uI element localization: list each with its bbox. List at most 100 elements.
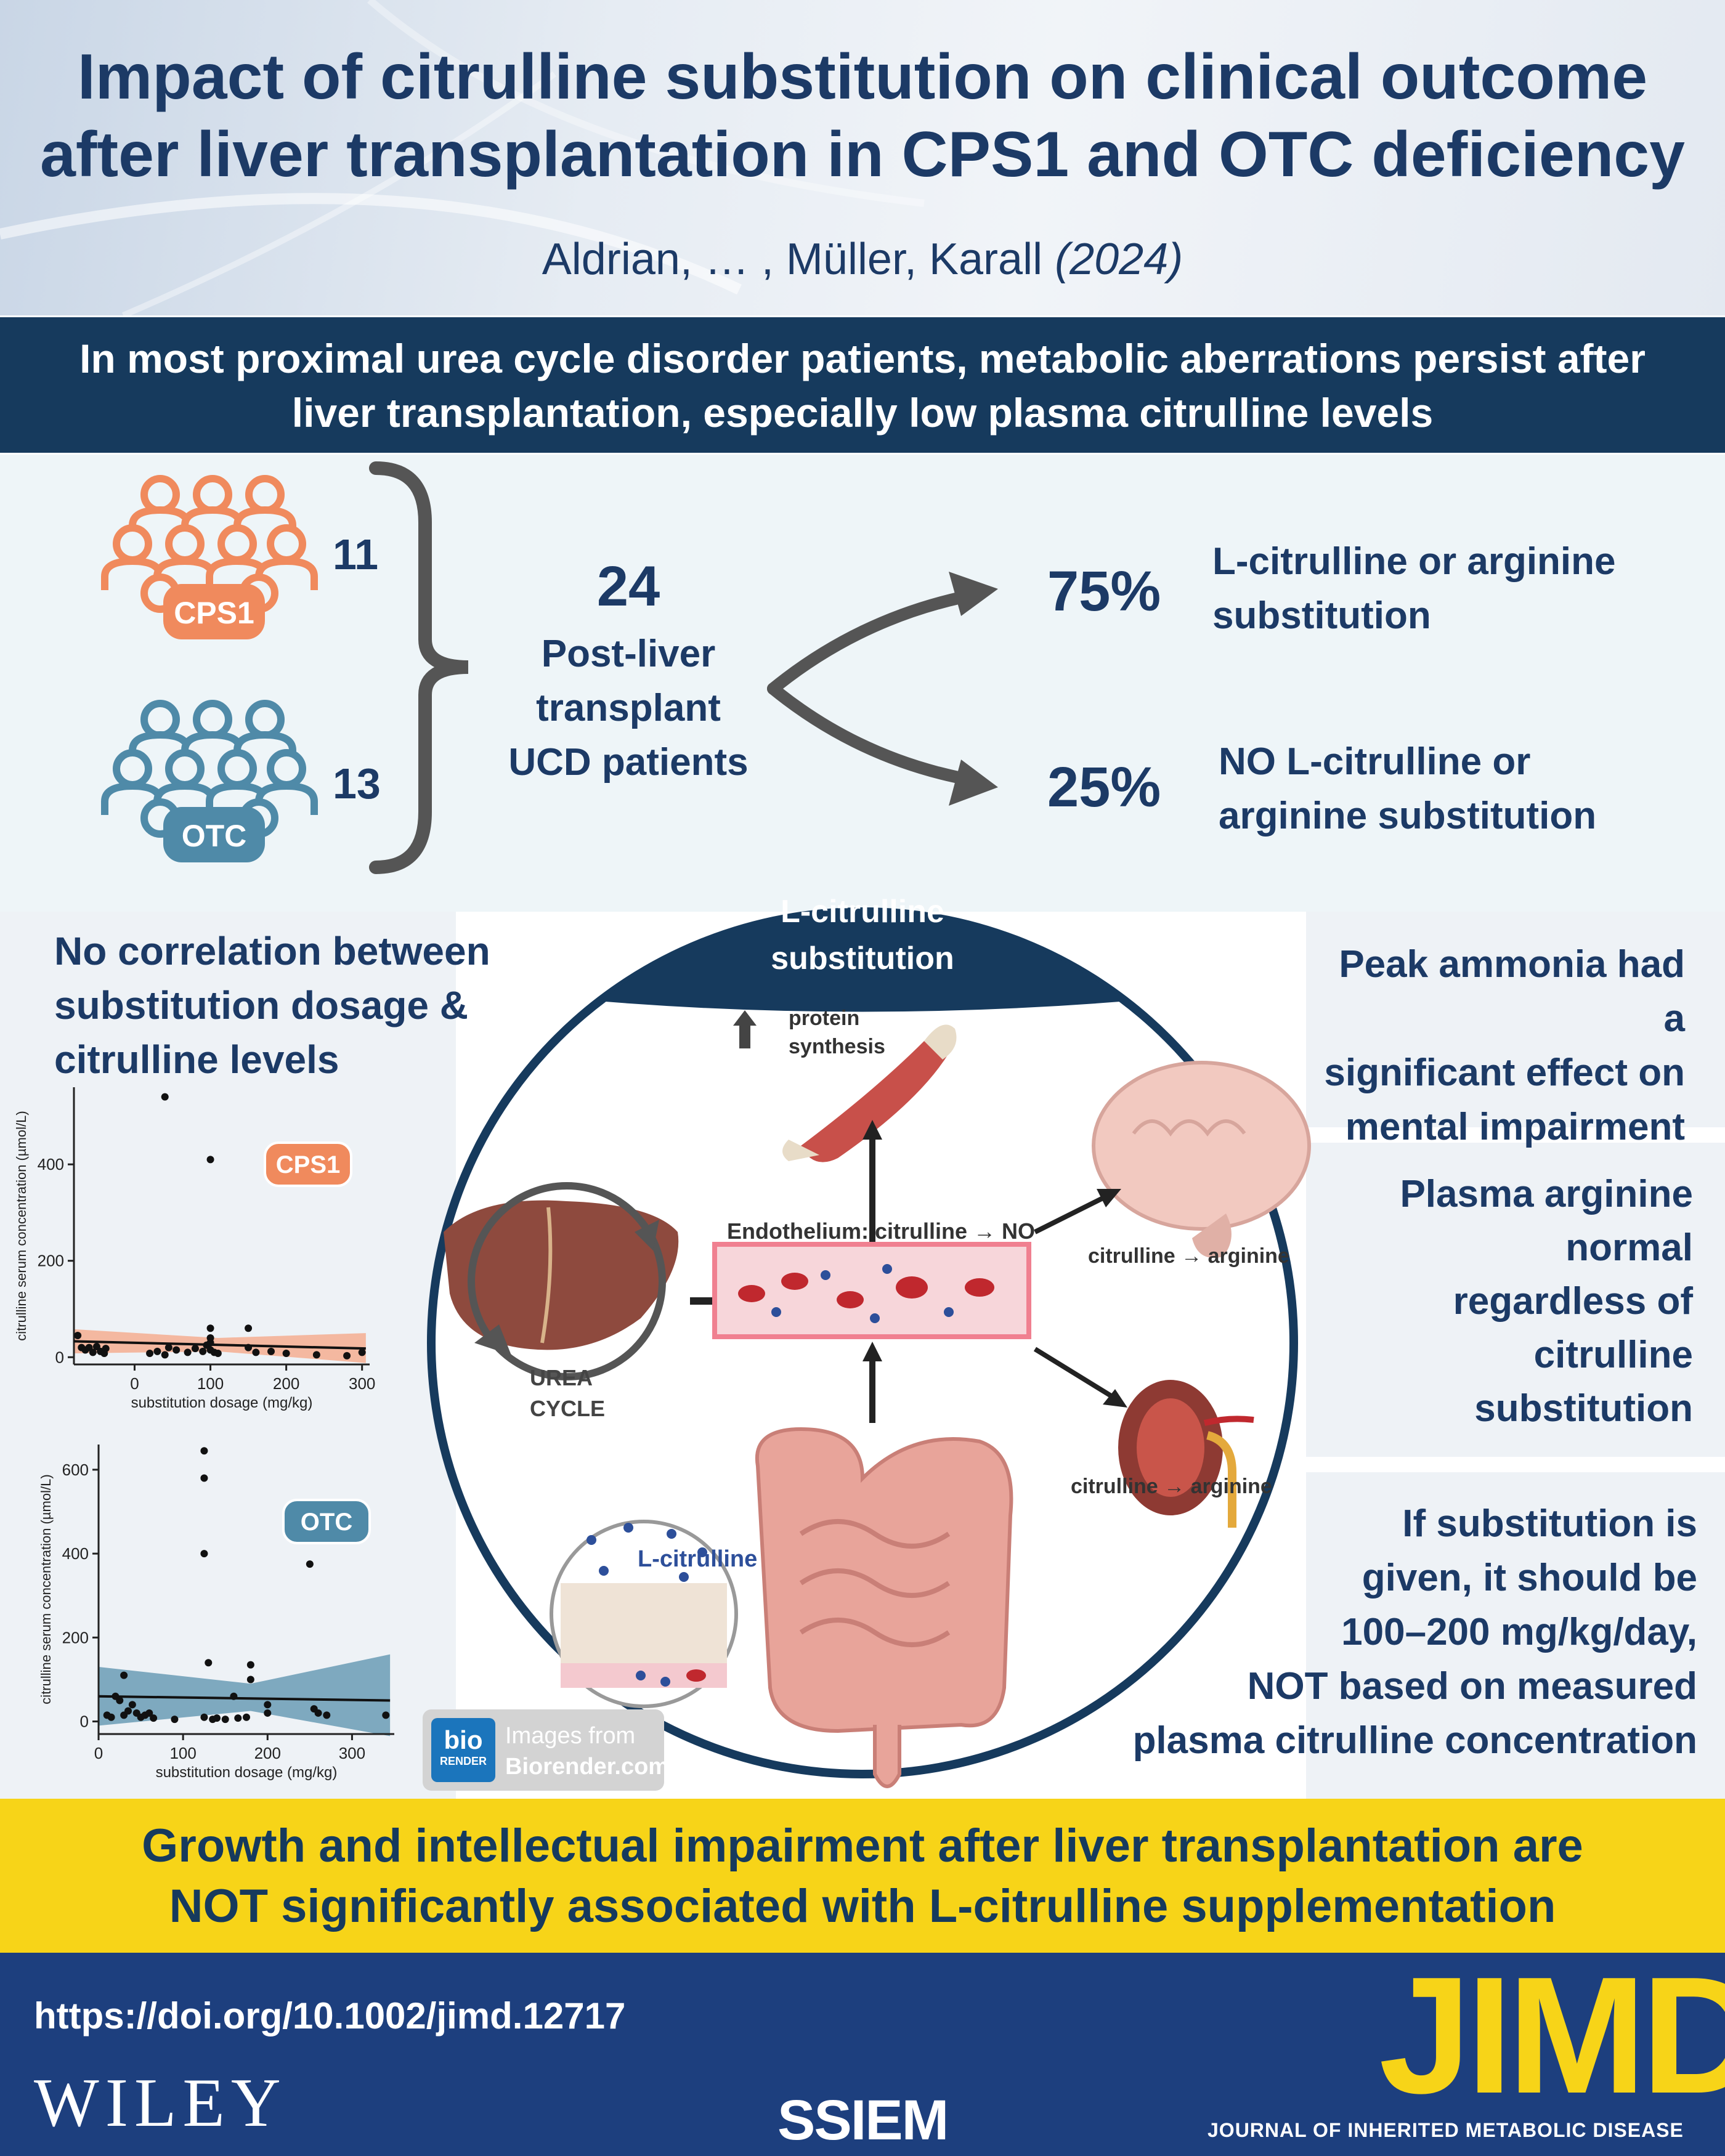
data-point xyxy=(243,1713,250,1721)
arginine-finding-line: regardless of xyxy=(1453,1280,1693,1323)
protein-synthesis-label: protein synthesis xyxy=(789,1004,885,1061)
kidney-icon xyxy=(1118,1380,1254,1528)
data-point xyxy=(116,1696,124,1704)
pct-substitution: 75% xyxy=(1047,560,1161,623)
data-point xyxy=(267,1347,275,1355)
enterocyte-inset-icon xyxy=(550,1520,738,1708)
total-count: 24 xyxy=(596,555,660,618)
arrow-up-icon xyxy=(767,591,967,695)
conclusion-line: Growth and intellectual impairment after… xyxy=(142,1820,1583,1872)
x-tick-label: 0 xyxy=(130,1374,139,1393)
page-title: Impact of citrulline substitution on cli… xyxy=(40,41,1685,190)
data-point xyxy=(206,1334,214,1342)
conclusion-line: NOT significantly associated with L-citr… xyxy=(169,1880,1556,1932)
group-badge-label: OTC xyxy=(301,1509,352,1536)
data-point xyxy=(171,1716,179,1724)
total-label-line: Post-liver xyxy=(541,633,716,675)
no-substitution-label-line: arginine substitution xyxy=(1219,795,1597,837)
data-point xyxy=(312,1351,320,1359)
y-tick-label: 200 xyxy=(38,1252,64,1270)
cps1-label: CPS1 xyxy=(174,596,254,630)
no-substitution-label-line: NO L-citrulline or xyxy=(1219,740,1531,783)
correlation-heading-line: No correlation between xyxy=(54,929,490,973)
total-label: Post-liver transplant UCD patients xyxy=(481,627,776,790)
data-point xyxy=(191,1345,199,1353)
data-point xyxy=(200,1713,208,1721)
x-tick-label: 300 xyxy=(349,1374,375,1393)
x-axis-label: substitution dosage (mg/kg) xyxy=(156,1764,338,1781)
data-point xyxy=(102,1345,110,1353)
otc-badge xyxy=(163,807,265,862)
author-list: Aldrian, … , Müller, Karall xyxy=(542,235,1043,284)
cohort-section: CPS1 11 OTC 13 24 Post-liver transplant … xyxy=(0,455,1725,912)
doi-link[interactable]: https://doi.org/10.1002/jimd.12717 xyxy=(34,1995,626,2036)
data-point xyxy=(200,1447,208,1455)
data-point xyxy=(245,1343,253,1352)
dosage-line: given, it should be xyxy=(1362,1557,1697,1599)
data-point xyxy=(382,1711,390,1719)
x-tick-label: 100 xyxy=(197,1374,224,1393)
data-point xyxy=(282,1350,290,1357)
cps1-count: 11 xyxy=(333,530,378,578)
regression-line xyxy=(73,1340,366,1350)
y-tick-label: 400 xyxy=(38,1155,64,1173)
biorender-credit: bio RENDER Images from Biorender.com xyxy=(423,1709,669,1791)
liver-icon xyxy=(444,1182,679,1380)
y-axis-label: citrulline serum concentration (µmol/L) xyxy=(38,1474,54,1704)
data-point xyxy=(246,1676,254,1684)
biorender-logo-subtext: RENDER xyxy=(439,1755,487,1767)
dosage-line: plasma citrulline concentration xyxy=(1132,1719,1697,1762)
arginine-finding-line: citrulline xyxy=(1533,1334,1693,1376)
protein-label-line: synthesis xyxy=(789,1035,885,1058)
data-point xyxy=(234,1714,242,1722)
x-tick-label: 0 xyxy=(94,1744,103,1762)
urea-cycle-label: UREA CYCLE xyxy=(530,1363,605,1424)
data-point xyxy=(74,1332,82,1340)
data-point xyxy=(264,1709,272,1717)
total-label-line: transplant xyxy=(536,687,721,729)
right-box-3 xyxy=(1306,1472,1725,1799)
data-point xyxy=(128,1701,136,1709)
x-axis-label: substitution dosage (mg/kg) xyxy=(131,1395,313,1411)
ssiem-logo: SSIEM xyxy=(777,2089,949,2152)
left-panel xyxy=(0,912,456,1799)
increase-arrow-icon xyxy=(739,1021,750,1048)
brain-conversion-label: citrulline → arginine xyxy=(1088,1244,1289,1268)
x-tick-label: 200 xyxy=(254,1744,281,1762)
citrulline-pathway-diagram xyxy=(427,907,1311,1788)
data-point xyxy=(200,1474,208,1482)
cohort-graphics xyxy=(101,461,998,874)
key-finding-banner xyxy=(0,317,1725,453)
y-tick-label: 400 xyxy=(62,1544,89,1563)
protein-label-line: protein xyxy=(789,1007,860,1030)
dosage-line: If substitution is xyxy=(1402,1502,1697,1545)
biorender-text-line: Images from xyxy=(505,1723,636,1749)
biorender-text-line: Biorender.com xyxy=(505,1754,670,1780)
data-point xyxy=(252,1348,260,1356)
intestine-icon xyxy=(755,1427,1013,1788)
no-substitution-label: NO L-citrulline or arginine substitution xyxy=(1219,735,1596,843)
data-point xyxy=(246,1661,254,1669)
data-point xyxy=(206,1156,214,1164)
group-badge xyxy=(282,1499,371,1544)
data-point xyxy=(314,1709,322,1717)
arginine-finding: Plasma arginine normal regardless of cit… xyxy=(1318,1167,1693,1435)
otc-label: OTC xyxy=(181,819,247,853)
group-badge-label: CPS1 xyxy=(276,1151,341,1178)
substitution-label-line: substitution xyxy=(1212,594,1431,637)
footer xyxy=(0,1953,1725,2156)
data-point xyxy=(343,1352,351,1360)
data-point xyxy=(200,1550,208,1558)
data-point xyxy=(145,1709,153,1717)
data-point xyxy=(161,1093,169,1101)
center-title-line: substitution xyxy=(771,941,954,976)
data-point xyxy=(213,1714,221,1722)
data-point xyxy=(120,1671,128,1679)
correlation-heading-line: citrulline levels xyxy=(54,1037,339,1082)
ammonia-finding-line: significant effect on xyxy=(1324,1052,1685,1094)
brace-icon xyxy=(369,461,469,874)
gut-citrulline-label: L-citrulline xyxy=(638,1546,758,1572)
header xyxy=(0,0,1725,315)
cps1-badge xyxy=(163,584,265,639)
